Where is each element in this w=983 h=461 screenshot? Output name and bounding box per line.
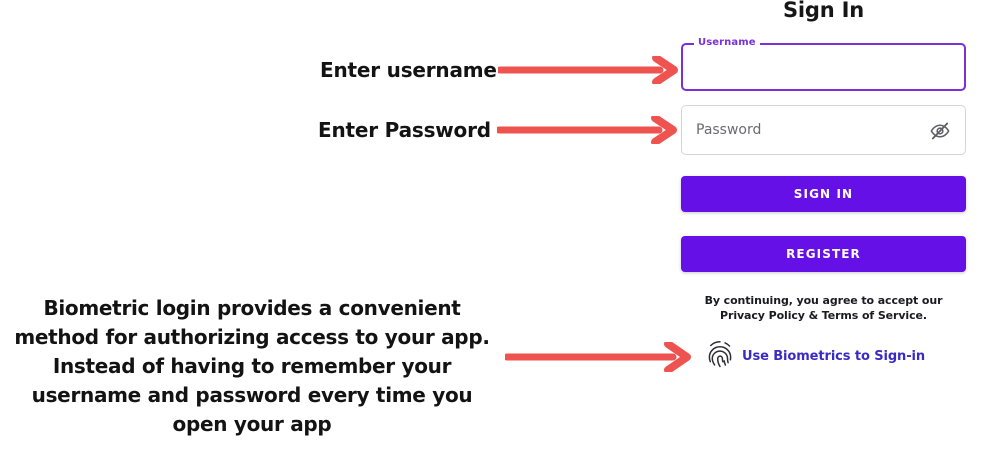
register-button[interactable]: REGISTER <box>681 236 966 272</box>
sign-in-button[interactable]: SIGN IN <box>681 176 966 212</box>
page-title: Sign In <box>783 0 864 22</box>
terms-notice: By continuing, you agree to accept our P… <box>681 293 966 323</box>
terms-line-2[interactable]: Privacy Policy & Terms of Service. <box>720 309 927 322</box>
arrow-to-username-field <box>498 56 678 84</box>
signin-form-panel: Sign In Username SIGN IN REGISTER By con… <box>681 0 966 461</box>
terms-line-1: By continuing, you agree to accept our <box>704 294 943 307</box>
eye-off-icon[interactable] <box>929 120 951 142</box>
annotation-username-callout: Enter username <box>320 58 497 82</box>
password-field-wrapper[interactable] <box>681 105 966 155</box>
username-field-wrapper[interactable]: Username <box>681 37 966 91</box>
biometrics-link-label: Use Biometrics to Sign-in <box>742 348 926 364</box>
annotation-password-callout: Enter Password <box>318 118 491 142</box>
username-input[interactable] <box>695 53 950 83</box>
annotation-biometrics-callout: Biometric login provides a convenient me… <box>14 296 490 436</box>
arrow-to-password-field <box>497 116 677 144</box>
username-field-label: Username <box>694 37 760 49</box>
fingerprint-icon <box>707 340 733 373</box>
arrow-to-biometrics-link <box>505 342 691 372</box>
use-biometrics-link[interactable]: Use Biometrics to Sign-in <box>707 340 947 373</box>
password-input[interactable] <box>696 106 911 154</box>
